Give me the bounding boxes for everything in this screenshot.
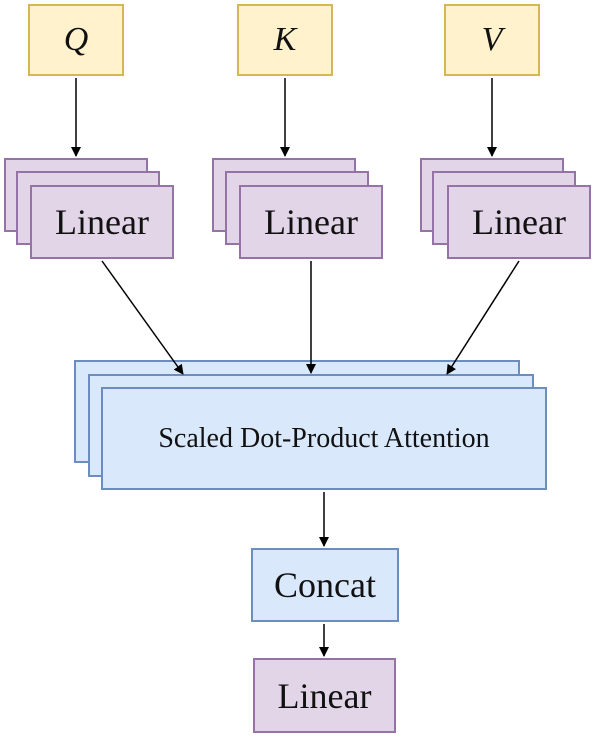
- attention-label: Scaled Dot-Product Attention: [158, 422, 490, 454]
- q-linear-label: Linear: [55, 202, 149, 242]
- q-label: Q: [63, 21, 89, 58]
- arrow-v-linear-to-attention: [446, 260, 520, 375]
- k-input-box: K: [237, 4, 333, 76]
- q-linear-box: Linear: [30, 185, 174, 259]
- k-linear-box: Linear: [239, 185, 383, 259]
- output-linear-label: Linear: [277, 675, 372, 716]
- v-linear-box: Linear: [447, 185, 591, 259]
- concat-box: Concat: [251, 548, 399, 622]
- concat-label: Concat: [274, 565, 376, 605]
- output-linear-box: Linear: [253, 658, 396, 733]
- k-linear-label: Linear: [264, 202, 358, 242]
- v-input-box: V: [444, 4, 540, 76]
- v-linear-label: Linear: [472, 202, 566, 242]
- k-label: K: [273, 21, 297, 58]
- attention-box: Scaled Dot-Product Attention: [101, 387, 547, 490]
- v-label: V: [481, 21, 503, 58]
- q-input-box: Q: [28, 4, 124, 76]
- arrow-q-linear-to-attention: [101, 260, 184, 375]
